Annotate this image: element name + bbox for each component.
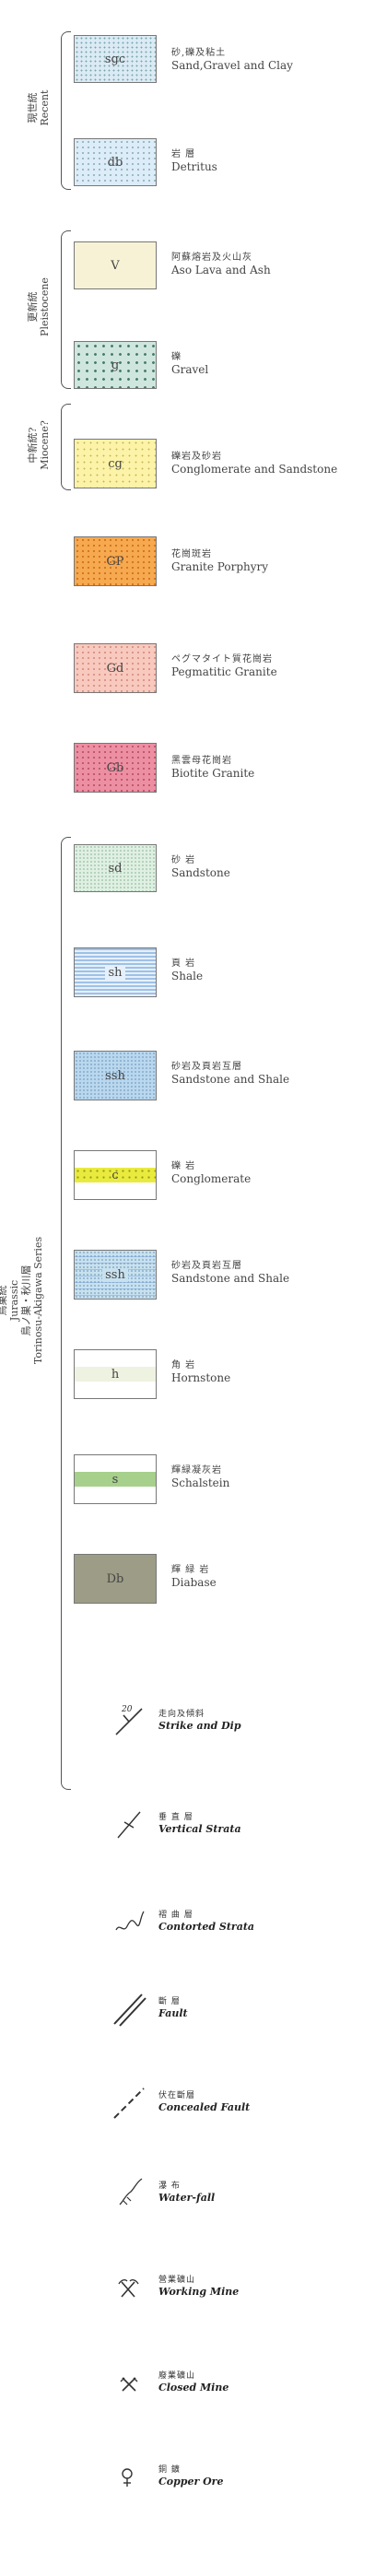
unit-en-0: Sand,Gravel and Clay	[171, 59, 293, 72]
swatch-sh: sh	[74, 947, 157, 997]
swatch-ssh-2: ssh	[74, 1250, 157, 1300]
bracket-miocene	[61, 404, 71, 490]
unit-en-13: Hornstone	[171, 1371, 231, 1384]
symbol-ja-5: 瀑 布	[158, 2182, 181, 2191]
unit-ja-12: 砂岩及頁岩互層	[171, 1261, 242, 1271]
symbol-ja-8: 銅 鑛	[158, 2465, 181, 2475]
swatch-GP: GP	[74, 536, 157, 586]
swatch-c: c	[74, 1150, 157, 1200]
concealed-fault-icon	[113, 2088, 145, 2119]
unit-ja-1: 岩 層	[171, 149, 196, 159]
unit-ja-9: 頁 岩	[171, 959, 196, 969]
bracket-pleistocene	[61, 230, 71, 389]
swatch-Gd: Gd	[74, 643, 157, 693]
symbol-ja-2: 褶 曲 層	[158, 1911, 193, 1920]
unit-en-3: Gravel	[171, 363, 209, 376]
unit-en-8: Sandstone	[171, 866, 230, 879]
unit-en-1: Detritus	[171, 160, 217, 173]
swatch-s: s	[74, 1454, 157, 1504]
swatch-Db: Db	[74, 1554, 157, 1604]
swatch-V: V	[74, 241, 157, 289]
symbol-en-1: Vertical Strata	[158, 1823, 241, 1835]
unit-en-9: Shale	[171, 970, 204, 982]
vertical-strata-icon	[117, 1811, 141, 1839]
symbol-en-3: Fault	[158, 2007, 188, 2019]
unit-en-12: Sandstone and Shale	[171, 1272, 290, 1285]
unit-ja-14: 輝緑凝灰岩	[171, 1465, 222, 1476]
unit-en-7: Biotite Granite	[171, 767, 255, 780]
unit-ja-2: 阿蘇熔岩及火山灰	[171, 253, 252, 263]
unit-en-10: Sandstone and Shale	[171, 1073, 290, 1086]
swatch-cg: cg	[74, 439, 157, 488]
symbol-en-4: Concealed Fault	[158, 2101, 251, 2113]
swatch-Gb: Gb	[74, 743, 157, 793]
symbol-en-5: Water-fall	[158, 2192, 216, 2204]
unit-ja-4: 礫岩及砂岩	[171, 452, 222, 462]
unit-ja-5: 花崗斑岩	[171, 549, 212, 559]
symbol-ja-6: 營業礦山	[158, 2276, 196, 2285]
unit-en-2: Aso Lava and Ash	[171, 264, 271, 276]
unit-ja-3: 礫	[171, 352, 182, 362]
unit-en-6: Pegmatitic Granite	[171, 665, 277, 678]
swatch-sgc: sgc	[74, 35, 157, 83]
swatch-c-band: c	[75, 1168, 156, 1182]
unit-en-14: Schalstein	[171, 1476, 230, 1489]
unit-ja-11: 礫 岩	[171, 1161, 196, 1171]
unit-en-11: Conglomerate	[171, 1172, 252, 1185]
symbol-en-7: Closed Mine	[158, 2382, 229, 2394]
swatch-sd: sd	[74, 844, 157, 892]
unit-en-4: Conglomerate and Sandstone	[171, 463, 338, 476]
dip-value: 20	[121, 1705, 133, 1714]
symbol-ja-7: 廢業礦山	[158, 2371, 196, 2381]
swatch-ssh: ssh	[74, 1051, 157, 1100]
unit-ja-10: 砂岩及頁岩互層	[171, 1062, 242, 1072]
copper-ore-icon	[122, 2468, 133, 2487]
symbol-ja-0: 走向及傾斜	[158, 1710, 205, 1719]
unit-ja-6: ペグマタイト質花崗岩	[171, 654, 273, 665]
unit-ja-15: 輝 緑 岩	[171, 1565, 210, 1575]
strike-dip-icon: 20	[115, 1705, 143, 1735]
swatch-g: g	[74, 341, 157, 389]
unit-en-5: Granite Porphyry	[171, 560, 269, 573]
symbol-en-8: Copper Ore	[158, 2476, 224, 2488]
swatch-db: db	[74, 138, 157, 186]
swatch-h: h	[74, 1349, 157, 1399]
unit-ja-0: 砂,礫及粘土	[171, 48, 227, 58]
working-mine-icon	[118, 2279, 139, 2298]
contorted-strata-icon	[115, 1911, 145, 1931]
unit-ja-13: 角 岩	[171, 1360, 196, 1370]
waterfall-icon	[119, 2178, 143, 2205]
symbol-en-0: Strike and Dip	[158, 1720, 241, 1732]
symbol-ja-1: 垂 直 層	[158, 1813, 193, 1822]
symbol-en-6: Working Mine	[158, 2286, 240, 2298]
closed-mine-icon	[120, 2377, 138, 2392]
group-label-jurassic: 鳥巣統 Jurassic 鳥ノ巣・秋川層 Torinosu-Akigawa Se…	[0, 1236, 44, 1365]
swatch-h-band: h	[75, 1367, 156, 1382]
bracket-recent	[61, 31, 71, 190]
symbol-ja-3: 斷 層	[158, 1997, 181, 2006]
fault-icon	[113, 1994, 146, 2027]
symbol-en-2: Contorted Strata	[158, 1921, 255, 1933]
swatch-s-band: s	[75, 1472, 156, 1487]
unit-ja-7: 黑雲母花崗岩	[171, 756, 232, 766]
bracket-jurassic	[61, 837, 71, 1790]
unit-en-15: Diabase	[171, 1576, 217, 1589]
symbol-ja-4: 伏在斷層	[158, 2091, 196, 2100]
group-label-miocene: 中新統?Miocene?	[27, 420, 51, 470]
unit-ja-8: 砂 岩	[171, 855, 196, 865]
